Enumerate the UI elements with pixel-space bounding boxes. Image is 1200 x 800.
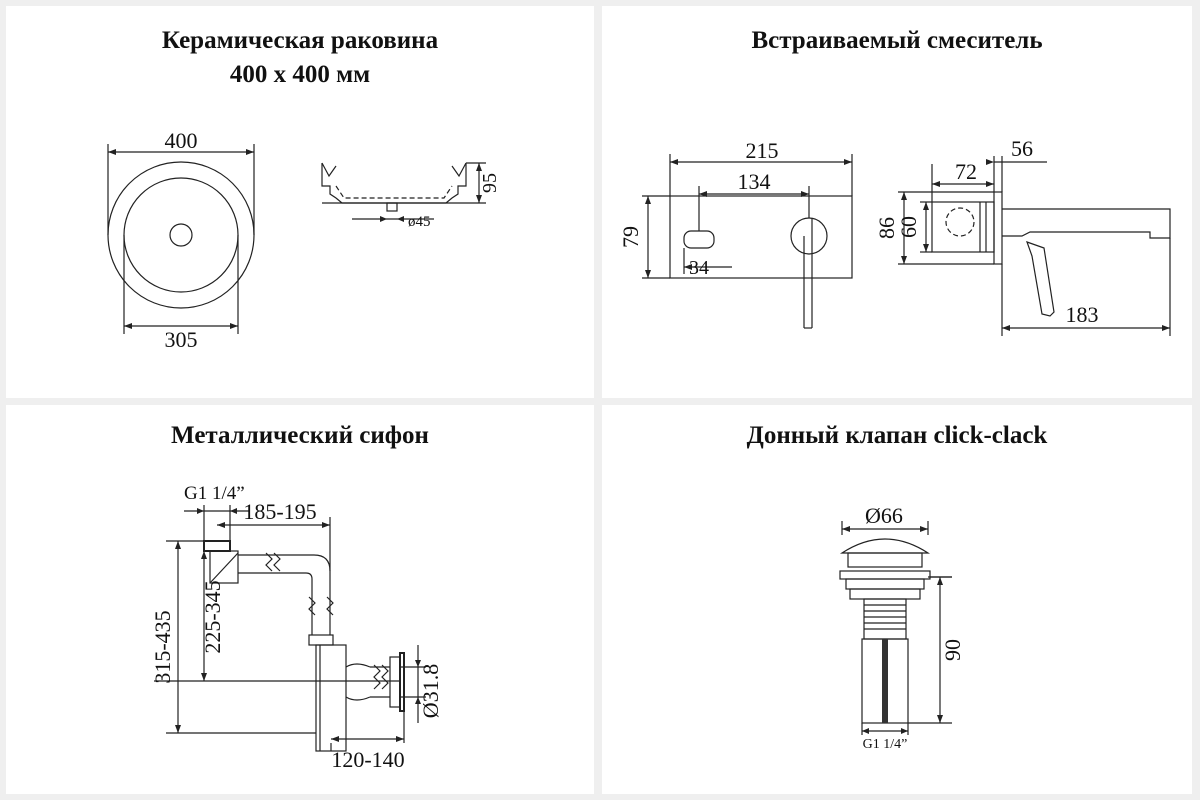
sink-inner-dim-label: 305 xyxy=(165,327,198,352)
valve-panel: Донный клапан click-clack Ø66 90 xyxy=(602,405,1192,794)
valve-cap-dim-label: Ø66 xyxy=(865,503,903,528)
valve-cap xyxy=(839,538,931,554)
valve-flange xyxy=(839,570,931,580)
siphon-outlet-dim-label: Ø31.8 xyxy=(418,664,443,718)
mixer-title: Встраиваемый смеситель xyxy=(751,27,1043,54)
siphon-offset-dim-label: 120-140 xyxy=(331,747,404,772)
siphon-title: Металлический сифон xyxy=(171,422,429,449)
valve-title: Донный клапан click-clack xyxy=(746,422,1048,449)
sink-title-line1: Керамическая раковина xyxy=(161,27,439,54)
mixer-height-inner-dim-label: 60 xyxy=(896,216,921,238)
sink-height-dim-label: 95 xyxy=(479,173,501,193)
sink-drain-circle xyxy=(169,223,193,247)
mixer-axis-dim-label: 134 xyxy=(738,169,771,194)
mixer-side-handle xyxy=(1026,241,1055,317)
siphon-inlet-nut xyxy=(203,540,231,552)
mixer-side-cartridge xyxy=(945,207,975,237)
valve-height-dim-label: 90 xyxy=(940,639,965,661)
siphon-panel: Металлический сифон G1 1/4” xyxy=(6,405,594,794)
valve-drawing: Ø66 90 G1 1/4” xyxy=(839,503,965,752)
siphon-wall-flange xyxy=(399,652,405,712)
siphon-inlet-elbow xyxy=(209,550,239,584)
mixer-aerator xyxy=(683,230,715,249)
mixer-depth-plate-dim-label: 56 xyxy=(1011,136,1033,161)
mixer-spout-dim-label: 183 xyxy=(1066,302,1099,327)
mixer-width-dim-label: 215 xyxy=(746,138,779,163)
valve-thread-lines xyxy=(864,604,906,630)
mixer-handle-circle xyxy=(790,217,828,255)
sink-outer-circle xyxy=(107,161,255,309)
mixer-side-body xyxy=(931,201,995,253)
mixer-height-dim-label: 79 xyxy=(618,226,643,248)
mixer-side-plate xyxy=(993,191,1003,265)
mixer-spout xyxy=(1002,208,1171,239)
mixer-height-outer-dim-label: 86 xyxy=(874,217,899,239)
mixer-drawing: 215 134 79 34 72 56 xyxy=(618,136,1171,336)
mixer-depth-body-dim-label: 72 xyxy=(955,159,977,184)
valve-thread-dim-label: G1 1/4” xyxy=(863,737,908,752)
valve-stem xyxy=(882,639,888,723)
siphon-drawing: G1 1/4” 185-195 315-435 225-345 120-140 … xyxy=(150,483,443,772)
siphon-inner-height-dim-label: 225-345 xyxy=(200,580,225,653)
mixer-front-plate xyxy=(669,195,853,279)
sink-inner-circle xyxy=(123,177,239,293)
sink-drawing: 400 305 95 ø45 xyxy=(107,128,501,352)
sink-title-line2: 400 x 400 мм xyxy=(229,61,371,88)
sink-outer-dim-label: 400 xyxy=(165,128,198,153)
siphon-total-height-dim-label: 315-435 xyxy=(150,610,175,683)
sink-panel: Керамическая раковина 400 x 400 мм 400 3… xyxy=(6,6,594,398)
sink-drain-dim-label: ø45 xyxy=(408,214,431,230)
mixer-aerator-dim-label: 34 xyxy=(689,257,709,279)
siphon-reach-dim-label: 185-195 xyxy=(243,499,316,524)
mixer-panel: Встраиваемый смеситель 215 134 79 34 xyxy=(602,6,1192,398)
siphon-thread-label: G1 1/4” xyxy=(184,483,245,504)
